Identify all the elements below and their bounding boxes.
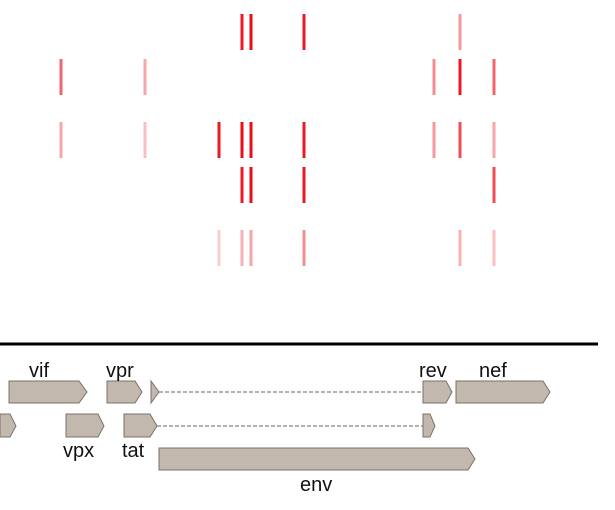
track-1-mark [302, 14, 306, 50]
track-5-mark [492, 230, 496, 266]
track-3-mark [240, 122, 244, 158]
track-5-mark [302, 230, 306, 266]
track-3-mark [59, 122, 63, 158]
track-1-mark [240, 14, 244, 50]
track-4-mark [492, 167, 496, 203]
track-5-mark [458, 230, 462, 266]
track-1-mark [458, 14, 462, 50]
track-3-mark [302, 122, 306, 158]
track-2-mark [432, 59, 436, 95]
track-3-mark [143, 122, 147, 158]
gene-label-nef: nef [479, 360, 507, 382]
track-2-mark [59, 59, 63, 95]
track-2-mark [143, 59, 147, 95]
gene-nef [455, 380, 551, 404]
gene-env [158, 447, 476, 471]
track-2-mark [458, 59, 462, 95]
track-3-mark [217, 122, 221, 158]
gene-label-vpx: vpx [63, 440, 94, 462]
track-1-mark [249, 14, 253, 50]
gene-rev [422, 380, 453, 404]
track-4-mark [240, 167, 244, 203]
gene-rev-exon1-arrow [150, 379, 160, 405]
track-5-mark [217, 230, 221, 266]
gene-label-tat: tat [122, 440, 145, 462]
track-4-mark [249, 167, 253, 203]
gene-left-fragment [0, 413, 17, 438]
track-4-mark [302, 167, 306, 203]
gene-tat-exon2 [422, 413, 436, 438]
gene-label-vpr: vpr [106, 360, 134, 382]
track-5-mark [249, 230, 253, 266]
gene-label-env: env [300, 474, 332, 496]
gene-vpx [65, 413, 105, 438]
track-5-mark [240, 230, 244, 266]
track-3-mark [432, 122, 436, 158]
track-3-mark [458, 122, 462, 158]
gene-tat [123, 413, 158, 438]
track-3-mark [492, 122, 496, 158]
gene-vpr [106, 380, 143, 404]
gene-label-vif: vif [29, 360, 49, 382]
track-2-mark [492, 59, 496, 95]
gene-vif [8, 380, 88, 404]
gene-label-rev: rev [419, 360, 447, 382]
mark-tracks [59, 14, 496, 266]
track-3-mark [249, 122, 253, 158]
